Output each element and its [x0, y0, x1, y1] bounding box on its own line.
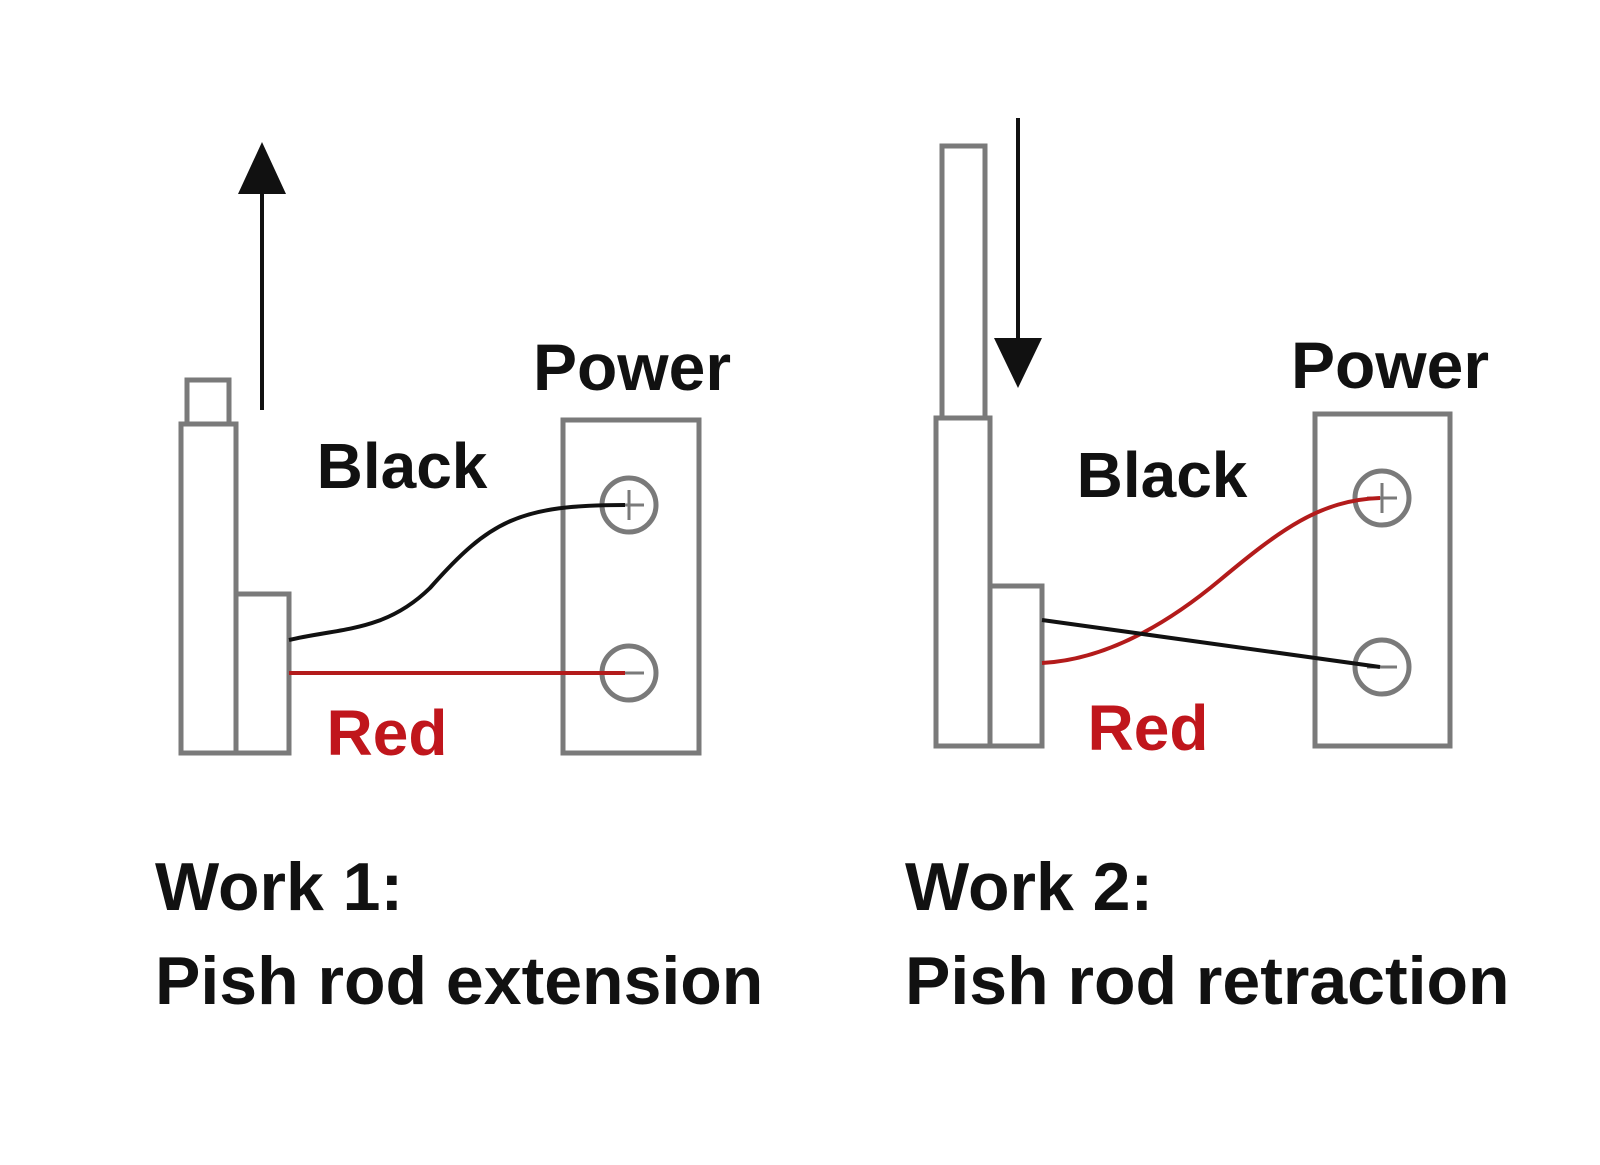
black-wire-label: Black	[317, 430, 488, 502]
caption-retraction: Work 2: Pish rod retraction	[905, 840, 1510, 1028]
positive-terminal	[1352, 468, 1412, 528]
down-arrow-icon	[994, 118, 1042, 388]
black-wire	[288, 503, 626, 642]
motor-housing	[233, 591, 292, 756]
power-label: Power	[533, 330, 731, 404]
actuator-body	[933, 415, 993, 749]
actuator-retracted	[933, 143, 1045, 749]
power-supply	[1312, 411, 1453, 749]
caption-title: Work 2:	[905, 849, 1154, 925]
caption-description: Pish rod retraction	[905, 943, 1510, 1019]
caption-title: Work 1:	[155, 849, 404, 925]
push-rod	[939, 143, 988, 421]
caption-extension: Work 1: Pish rod extension	[155, 840, 763, 1028]
red-wire-label: Red	[1088, 692, 1209, 764]
black-wire-label: Black	[1077, 439, 1248, 511]
motor-housing	[987, 583, 1045, 749]
caption-description: Pish rod extension	[155, 943, 764, 1019]
power-label: Power	[1291, 328, 1489, 402]
panel-extension: Power Black Red	[178, 142, 731, 769]
push-rod	[184, 377, 232, 427]
negative-terminal	[1352, 637, 1412, 697]
power-supply	[560, 417, 702, 756]
actuator-body	[178, 421, 239, 756]
panel-retraction: Power Black Red	[933, 118, 1489, 764]
red-wire-label: Red	[327, 697, 448, 769]
black-wire	[1041, 618, 1381, 669]
actuator-extended	[178, 377, 292, 756]
red-wire	[1041, 496, 1381, 665]
power-box	[560, 417, 702, 756]
power-box	[1312, 411, 1453, 749]
up-arrow-icon	[238, 142, 286, 410]
